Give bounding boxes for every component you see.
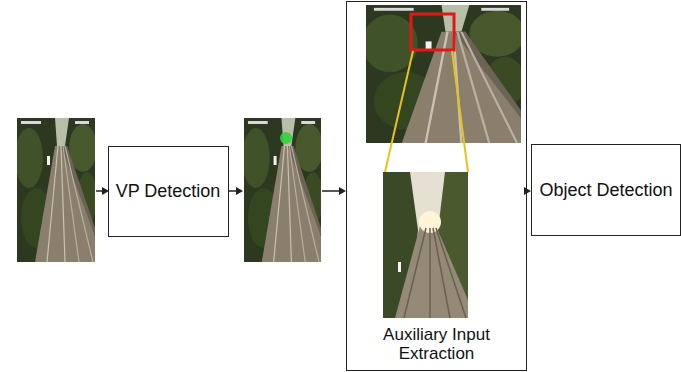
node-label: Auxiliary Input Extraction	[347, 325, 526, 364]
flow-arrow	[524, 187, 531, 195]
process-box: VP Detection	[108, 146, 229, 237]
flow-arrow	[229, 187, 347, 195]
extraction-panel: Auxiliary Input Extraction	[346, 1, 527, 371]
process-box: Object Detection	[531, 144, 681, 236]
node-label: VP Detection	[116, 181, 221, 202]
node-label: Object Detection	[539, 180, 672, 201]
